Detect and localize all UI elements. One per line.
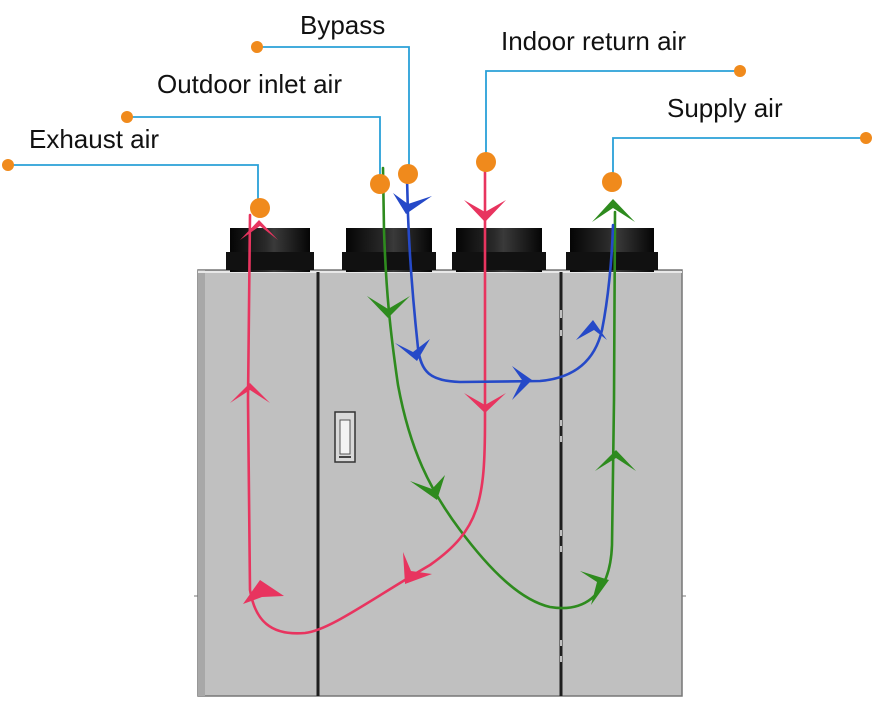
arrow-supply-corner: [580, 571, 609, 605]
arrow-bypass-in: [393, 193, 432, 214]
marker-outdoor-inlet-port: [370, 174, 390, 194]
arrow-exhaust-corner: [243, 580, 284, 604]
flow-arrows: [230, 193, 636, 605]
control-panel-icon: [334, 411, 356, 463]
duct-collars: [226, 228, 658, 272]
marker-indoor-return-end: [734, 65, 746, 77]
arrow-exhaust-up: [230, 383, 270, 403]
leader-indoor-return: [485, 70, 740, 162]
marker-indoor-return-port: [476, 152, 496, 172]
arrow-outdoor-diagonal: [410, 475, 445, 500]
marker-exhaust-end: [2, 159, 14, 171]
marker-exhaust-port: [250, 198, 270, 218]
marker-outdoor-inlet-end: [121, 111, 133, 123]
flow-path-bypass: [405, 176, 615, 384]
leader-outdoor-inlet: [127, 116, 381, 184]
arrow-bypass-up: [576, 320, 607, 340]
flow-path-outdoor-to-supply: [381, 166, 617, 610]
duct-collar-outdoor: [342, 228, 436, 272]
arrow-bypass-down: [395, 339, 430, 361]
label-outdoor-inlet-air: Outdoor inlet air: [157, 69, 342, 99]
label-supply-air: Supply air: [667, 93, 783, 123]
unit-cabinet: [194, 269, 686, 697]
leader-exhaust: [8, 164, 259, 208]
marker-bypass-port: [398, 164, 418, 184]
label-exhaust-air: Exhaust air: [29, 124, 159, 154]
label-bypass: Bypass: [300, 10, 385, 40]
duct-collar-exhaust: [226, 228, 314, 272]
marker-bypass-end: [251, 41, 263, 53]
arrow-return-in: [464, 200, 506, 222]
arrow-supply-out: [592, 199, 635, 222]
markers: [2, 41, 872, 218]
leader-bypass: [257, 46, 410, 173]
arrow-outdoor-in: [367, 296, 410, 318]
duct-collar-return: [452, 228, 546, 272]
marker-supply-port: [602, 172, 622, 192]
arrow-bypass-right: [512, 366, 532, 400]
arrow-exhaust-out: [240, 220, 278, 240]
marker-supply-end: [860, 132, 872, 144]
leader-supply: [612, 137, 866, 182]
arrow-return-down: [464, 393, 506, 413]
leader-lines: [8, 46, 866, 208]
flow-path-return-to-exhaust: [246, 170, 487, 635]
arrow-return-diagonal: [403, 552, 432, 584]
arrow-supply-up: [595, 450, 636, 471]
label-indoor-return-air: Indoor return air: [501, 26, 686, 56]
